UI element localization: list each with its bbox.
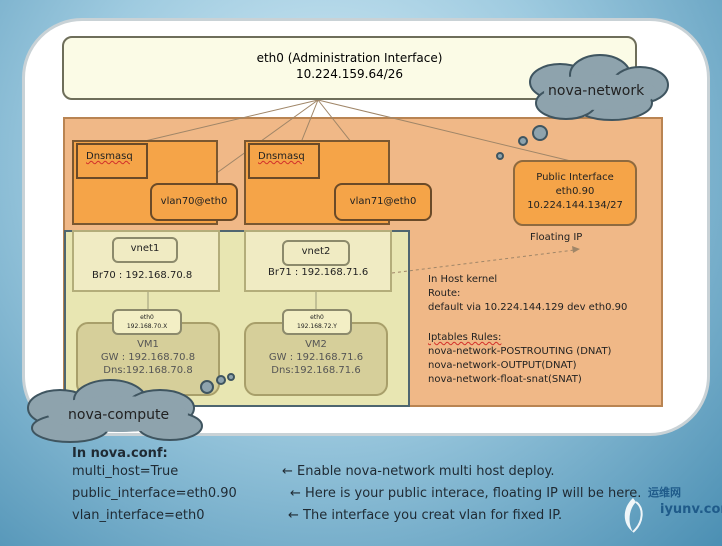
vm-name-1: VM1 (137, 339, 159, 350)
config-setting-3: vlan_interface=eth0 (72, 508, 205, 523)
config-setting-1: multi_host=True (72, 464, 179, 479)
bridge-label-2: Br71 : 192.168.71.6 (268, 267, 369, 278)
dnsmasq-box-2: Dnsmasq (248, 143, 320, 179)
iptables-notes: Iptables Rules: nova-network-POSTROUTING… (428, 331, 611, 387)
bridge-label-1: Br70 : 192.168.70.8 (92, 270, 193, 281)
vm-eth-ip-2: 192.168.72.Y (297, 323, 337, 330)
floating-arrow-head (572, 246, 580, 253)
nova-compute-cloud (27, 373, 235, 443)
vnet-box-2: vnet2 (282, 240, 350, 266)
vlan-label-1: vlan70@eth0 (160, 196, 228, 207)
vnet-box-1: vnet1 (112, 237, 178, 263)
floating-ip-label: Floating IP (530, 232, 583, 243)
vm-eth-name-2: eth0 (310, 314, 324, 321)
logo-cn-text: 运维网 (648, 486, 681, 499)
nova-conf-section: In nova.conf: (72, 443, 168, 464)
vm-eth-box-2: eth0 192.168.72.Y (282, 309, 352, 335)
vlan-label-2: vlan71@eth0 (349, 196, 417, 207)
dnsmasq-box-1: Dnsmasq (76, 143, 148, 179)
iptables-label: Iptables Rules: (428, 332, 502, 343)
dnsmasq-label-1: Dnsmasq (86, 151, 133, 162)
vm-details-2: VM2 GW : 192.168.71.6 Dns:192.168.71.6 (244, 338, 388, 377)
public-interface-ip: 10.224.144.134/27 (527, 200, 623, 211)
vlan-box-2: vlan71@eth0 (334, 183, 432, 221)
vm-dns-1: Dns:192.168.70.8 (103, 365, 193, 376)
host-kernel-title: In Host kernel (428, 274, 498, 285)
bridge-box-2 (244, 230, 392, 292)
config-note-1: ← Enable nova-network multi host deploy. (282, 464, 555, 479)
public-interface-box: Public Interface eth0.90 10.224.144.134/… (513, 160, 637, 226)
config-setting-2: public_interface=eth0.90 (72, 486, 237, 501)
config-note-3: ← The interface you creat vlan for fixed… (288, 508, 563, 523)
link-eth0-public (317, 99, 576, 163)
vm-dns-2: Dns:192.168.71.6 (271, 365, 361, 376)
link-eth0-dns2 (299, 99, 319, 146)
vm-eth-ip-1: 192.168.70.X (126, 323, 168, 330)
vm-eth-box-1: eth0 192.168.70.X (112, 309, 182, 335)
iptables-rule-3: nova-network-float-snat(SNAT) (428, 374, 582, 385)
config-note-2: ← Here is your public interace, floating… (290, 486, 642, 501)
nova-compute-label: nova-compute (68, 407, 170, 423)
vnet-label-1: vnet1 (130, 243, 160, 254)
public-interface-title: Public Interface (536, 172, 614, 183)
vm-eth-name-1: eth0 (140, 314, 154, 321)
public-interface-name: eth0.90 (555, 186, 595, 197)
link-eth0-dns1 (127, 99, 319, 146)
iyunv-logo-mark (624, 498, 643, 533)
vm-gw-1: GW : 192.168.70.8 (100, 352, 196, 363)
vnet-label-2: vnet2 (301, 246, 331, 257)
nova-network-label: nova-network (548, 83, 645, 99)
vm-gw-2: GW : 192.168.71.6 (268, 352, 364, 363)
iptables-rule-2: nova-network-OUTPUT(DNAT) (428, 360, 577, 371)
eth0-name: eth0 (Administration Interface) (256, 51, 443, 65)
eth0-ip: 10.224.159.64/26 (295, 67, 404, 81)
host-kernel-notes: In Host kernel Route: default via 10.224… (428, 273, 627, 315)
nova-network-cloud (496, 54, 669, 160)
logo-url-text: iyunv.com (660, 502, 722, 517)
route-value: default via 10.224.144.129 dev eth0.90 (428, 302, 628, 313)
route-label: Route: (428, 288, 461, 299)
vm-details-1: VM1 GW : 192.168.70.8 Dns:192.168.70.8 (76, 338, 220, 377)
iptables-rule-1: nova-network-POSTROUTING (DNAT) (428, 346, 612, 357)
vlan-box-1: vlan70@eth0 (150, 183, 238, 221)
vm-name-2: VM2 (305, 339, 327, 350)
link-br71-floating (391, 249, 576, 274)
dnsmasq-label-2: Dnsmasq (258, 151, 305, 162)
nova-conf-header: In nova.conf: (72, 446, 168, 461)
